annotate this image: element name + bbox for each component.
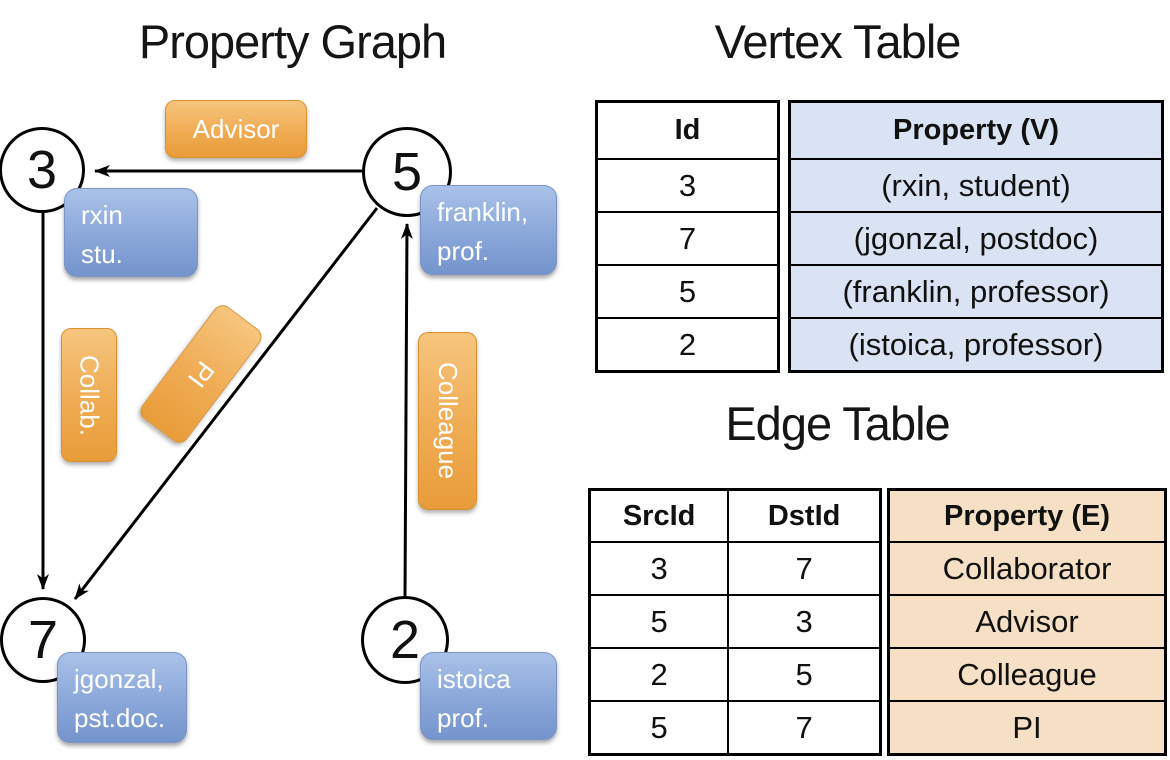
edge-property-cell: Colleague xyxy=(957,656,1097,692)
vertex-property-cell: (istoica, professor) xyxy=(848,326,1104,362)
node-id-2: 2 xyxy=(389,610,421,670)
edge-pi-5-to-7 xyxy=(73,207,379,600)
vertex-property-cell: (franklin, professor) xyxy=(842,273,1110,309)
vertex-property-header: Property (V) xyxy=(893,114,1059,146)
vertex-property-line1: franklin, xyxy=(437,197,529,227)
edge-label-colleague: Colleague xyxy=(418,332,477,510)
vertex-property-box-2: istoica prof. xyxy=(420,652,557,740)
edge-dstid-cell: 5 xyxy=(795,656,813,692)
node-circle-2: 2 xyxy=(361,596,449,684)
vertex-property-cell: (jgonzal, postdoc) xyxy=(853,220,1099,256)
edge-srcid-cell: 3 xyxy=(591,543,730,594)
edge-dstid-cell: 3 xyxy=(795,603,813,639)
vertex-property-line2: prof. xyxy=(437,236,490,266)
edge-dstid-cell: 7 xyxy=(795,709,813,745)
vertex-property-line1: istoica xyxy=(437,664,511,694)
edge-colleague-2-to-5 xyxy=(400,223,413,597)
edge-property-header: Property (E) xyxy=(944,499,1110,532)
vertex-property-box-3: rxin stu. xyxy=(64,188,198,277)
vertex-id-cell: 3 xyxy=(678,167,697,203)
vertex-property-box-5: franklin, prof. xyxy=(420,185,557,275)
edge-srcid-cell: 2 xyxy=(591,649,730,700)
node-circle-5: 5 xyxy=(362,127,452,217)
edge-srcdst-table: SrcId DstId 3 7 5 3 2 5 5 7 xyxy=(588,488,882,756)
vertex-id-table: Id 3 7 5 2 xyxy=(595,100,780,373)
edge-property-cell: Advisor xyxy=(975,603,1079,639)
graph-edges-svg xyxy=(37,165,413,600)
vertex-property-line2: prof. xyxy=(437,703,490,733)
vertex-property-table: Property (V) (rxin, student) (jgonzal, p… xyxy=(788,100,1164,373)
vertex-property-line2: pst.doc. xyxy=(74,703,166,733)
vertex-property-box-7: jgonzal, pst.doc. xyxy=(57,652,187,743)
property-graph-title: Property Graph xyxy=(138,15,447,68)
vertex-property-cell: (rxin, student) xyxy=(881,167,1071,203)
edge-srcid-cell: 5 xyxy=(591,596,730,647)
edge-label-text: Collab. xyxy=(74,354,105,436)
edge-srcid-cell: 5 xyxy=(591,702,730,753)
node-id-7: 7 xyxy=(27,610,59,670)
edge-property-cell: Collaborator xyxy=(942,550,1112,586)
edge-label-text: Colleague xyxy=(433,362,463,480)
vertex-id-cell: 5 xyxy=(678,273,697,309)
edge-property-table: Property (E) Collaborator Advisor Collea… xyxy=(887,488,1167,756)
edge-table-title: Edge Table xyxy=(725,397,950,450)
edge-dstid-header: DstId xyxy=(767,499,841,532)
node-id-3: 3 xyxy=(26,140,58,200)
edge-label-advisor: Advisor xyxy=(165,100,307,158)
edge-srcid-header: SrcId xyxy=(591,491,730,541)
edge-dstid-cell: 7 xyxy=(795,550,813,586)
vertex-id-cell: 2 xyxy=(678,326,697,362)
vertex-id-cell: 7 xyxy=(678,220,697,256)
vertex-property-line2: stu. xyxy=(81,239,123,269)
vertex-id-header: Id xyxy=(674,114,701,146)
node-id-5: 5 xyxy=(391,142,423,202)
edge-label-text: Advisor xyxy=(192,113,280,144)
vertex-property-line1: rxin xyxy=(81,200,123,230)
edge-label-collab: Collab. xyxy=(61,328,117,462)
edge-property-cell: PI xyxy=(1012,709,1042,745)
vertex-table-title: Vertex Table xyxy=(714,15,962,68)
edge-label-text: PI xyxy=(182,355,221,394)
vertex-property-line1: jgonzal, xyxy=(74,664,164,694)
